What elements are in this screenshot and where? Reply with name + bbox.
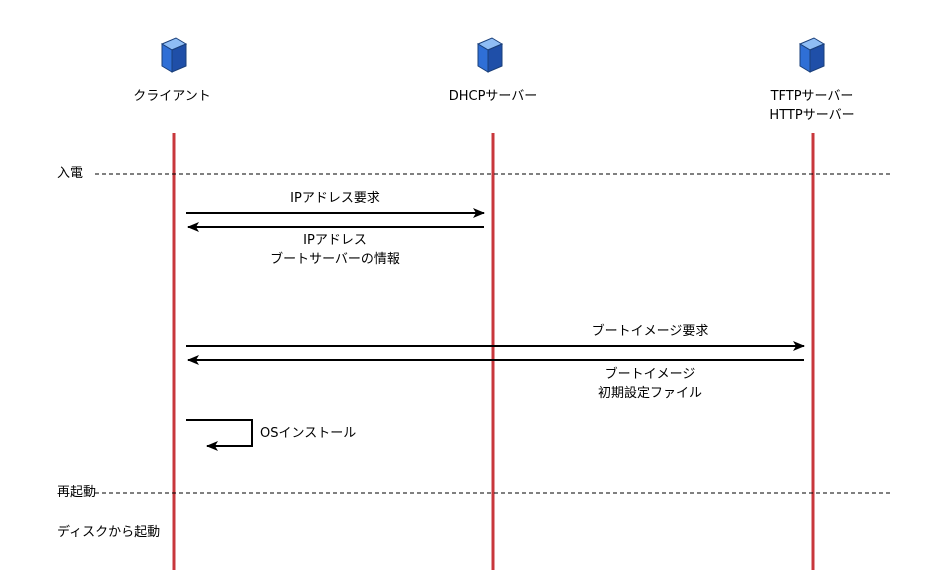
ip-response-label-line1: IPアドレス: [303, 233, 367, 248]
ip-request-label: IPアドレス要求: [290, 191, 380, 206]
dhcp-label: DHCPサーバー: [448, 89, 538, 104]
tftp-label-line1: TFTPサーバー: [770, 89, 854, 104]
image-response-label-line2: 初期設定ファイル: [597, 386, 703, 401]
reboot-label: 再起動: [57, 485, 97, 500]
os-install-label: OSインストール: [260, 426, 357, 441]
boot-from-disk-label: ディスクから起動: [57, 525, 161, 540]
image-response-label-line1: ブートイメージ: [604, 367, 696, 382]
os-install-arrow: [186, 419, 253, 451]
image-request-label: ブートイメージ要求: [591, 324, 709, 339]
dhcp-server-icon: [477, 37, 503, 73]
tftp-label-line2: HTTPサーバー: [769, 108, 855, 123]
client-server-icon: [161, 37, 187, 73]
power-on-label: 入電: [57, 166, 84, 181]
tftp-server-icon: [799, 37, 825, 73]
ip-response-label-line2: ブートサーバーの情報: [270, 252, 400, 267]
client-label: クライアント: [133, 89, 211, 104]
